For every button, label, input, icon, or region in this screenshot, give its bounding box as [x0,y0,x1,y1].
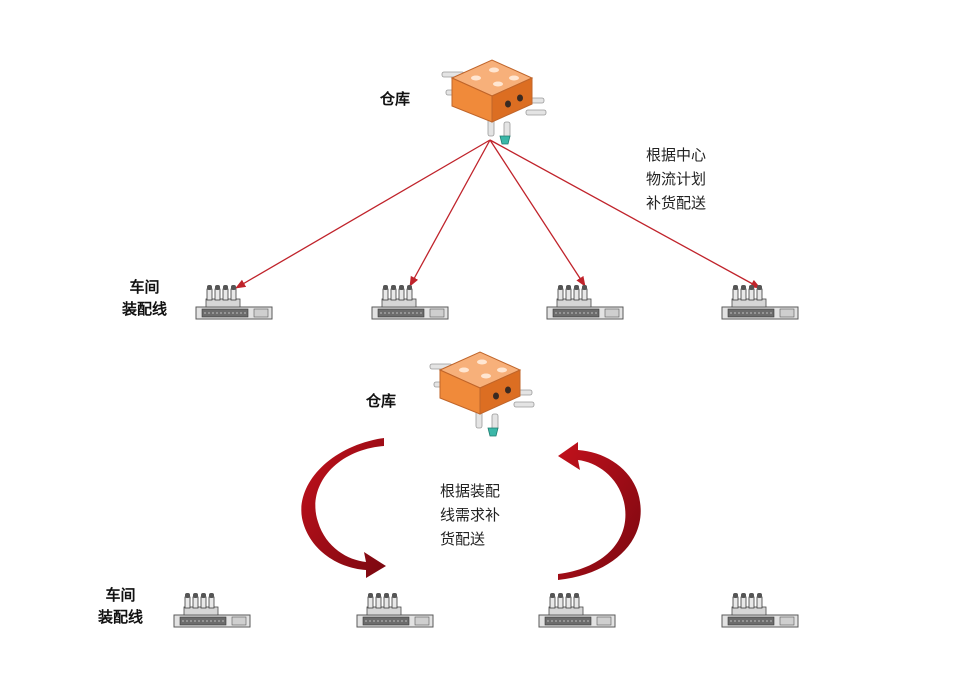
bottom-warehouse-label: 仓库 [366,392,397,410]
top-assembly-line-4-icon [721,284,799,320]
top-arrow-to-line-4 [489,139,761,289]
bottom-assembly-line-3-icon [538,592,616,628]
top-arrow-to-line-2 [409,139,491,287]
top-plan-text: 根据中心 物流计划 补货配送 [646,146,707,212]
bottom-demand-text: 根据装配 线需求补 货配送 [440,482,501,548]
top-arrow-to-line-1 [235,139,491,289]
bottom-line-label: 车间 装配线 [98,586,144,626]
bottom-warehouse-icon [429,351,535,437]
top-warehouse-icon [441,59,547,145]
top-assembly-line-2-icon [371,284,449,320]
bottom-left-curved-arrow [301,438,386,578]
top-assembly-line-3-icon [546,284,624,320]
top-line-label: 车间 装配线 [122,278,168,318]
top-arrow-to-line-3 [489,139,586,287]
bottom-assembly-line-1-icon [173,592,251,628]
bottom-right-curved-arrow [558,442,641,580]
bottom-assembly-line-4-icon [721,592,799,628]
top-assembly-line-1-icon [195,284,273,320]
bottom-assembly-line-2-icon [356,592,434,628]
top-warehouse-label: 仓库 [380,90,411,108]
